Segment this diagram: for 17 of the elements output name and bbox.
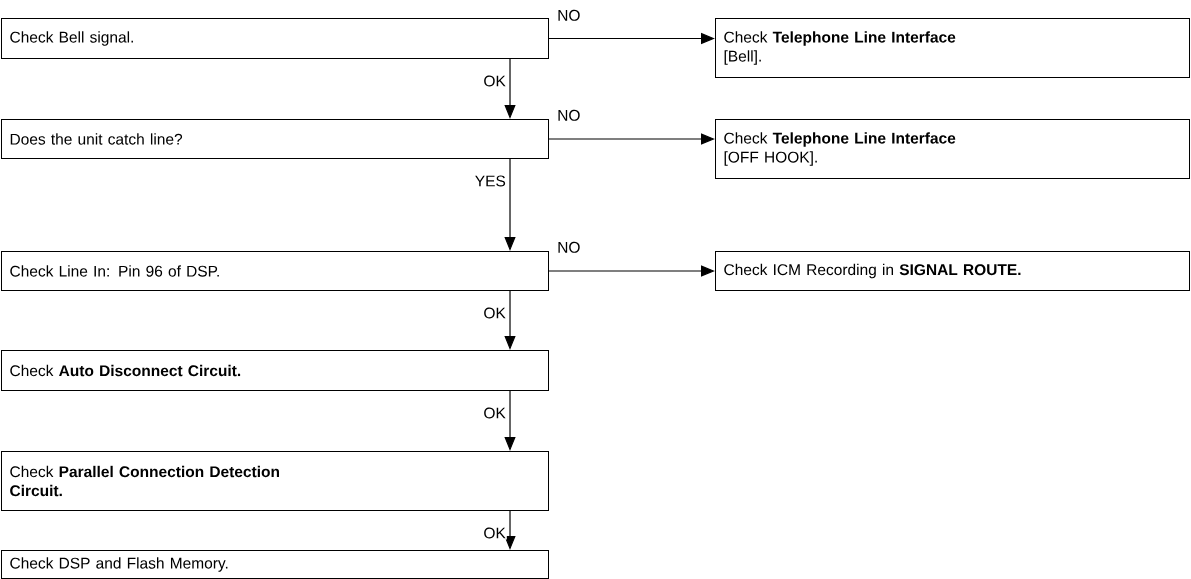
edge-label: NO bbox=[556, 8, 582, 22]
edge-label: NO bbox=[556, 240, 582, 254]
process-box: Check Line In: Pin 96 of DSP. bbox=[1, 251, 549, 291]
edge-label: OK bbox=[482, 74, 507, 88]
process-box: Check Telephone Line Interface [OFF HOOK]. bbox=[715, 119, 1190, 179]
edge-label: NO bbox=[556, 108, 582, 122]
edge-label: YES bbox=[473, 174, 507, 188]
edge-label: OK bbox=[482, 526, 507, 540]
edge-label: OK bbox=[482, 306, 507, 320]
process-box: Check Auto Disconnect Circuit. bbox=[1, 350, 549, 391]
edge-label: OK bbox=[482, 406, 507, 420]
process-box: Does the unit catch line? bbox=[1, 119, 549, 159]
process-box: Check Bell signal. bbox=[1, 18, 549, 59]
process-box: Check Telephone Line Interface [Bell]. bbox=[715, 18, 1190, 78]
process-box: Check DSP and Flash Memory. bbox=[1, 550, 549, 579]
process-box: Check ICM Recording in SIGNAL ROUTE. bbox=[715, 251, 1190, 291]
process-box: Check Parallel Connection Detection Circuit. bbox=[1, 451, 549, 511]
